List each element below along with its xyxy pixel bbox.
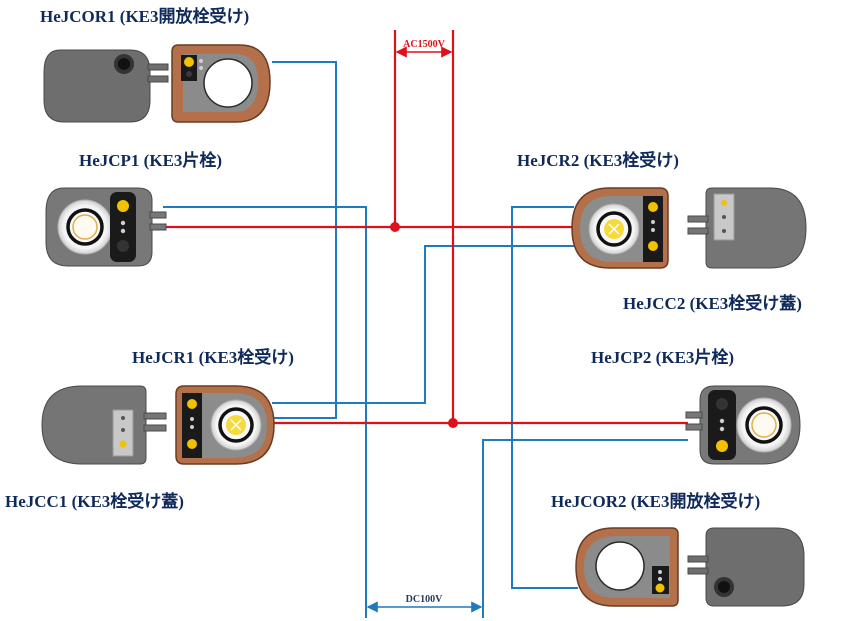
hejcc1-label: HeJCC1 (KE3栓受け蓋) — [5, 491, 184, 511]
hejcor1-connector — [43, 44, 271, 123]
hejcor1-receptacle — [171, 44, 271, 123]
hejcor2-connector — [575, 527, 805, 607]
ac-voltage-label: AC1500V — [403, 39, 445, 50]
hejcr1-label: HeJCR1 (KE3栓受け) — [132, 347, 294, 367]
hejcp2-connector — [685, 385, 801, 465]
hejcp1-connector — [45, 187, 167, 267]
hejcc1-cover — [41, 385, 167, 465]
hejcor1-cap — [43, 49, 169, 123]
gold-pin-icon — [117, 200, 129, 212]
gold-pin-icon — [187, 399, 197, 409]
dc-wiring — [163, 61, 688, 618]
ac-junction-dot — [448, 418, 458, 428]
hejcor2-cap — [687, 527, 805, 607]
hejcr2-receptacle — [571, 187, 669, 269]
ac-junction-dot — [390, 222, 400, 232]
gold-pin-icon — [119, 440, 127, 448]
gold-pin-icon — [721, 200, 727, 206]
hejcr2-connector — [571, 187, 807, 269]
ac-wiring — [163, 30, 688, 425]
hejcp1-label: HeJCP1 (KE3片栓) — [79, 150, 222, 170]
hejcor2-label: HeJCOR2 (KE3開放栓受け) — [551, 491, 760, 511]
gold-pin-icon — [655, 583, 665, 593]
gold-pin-icon — [648, 202, 658, 212]
dc-voltage-label: DC100V — [406, 594, 443, 605]
hejcc2-label: HeJCC2 (KE3栓受け蓋) — [623, 293, 802, 313]
hejcor2-receptacle — [575, 527, 679, 607]
hejcor1-label: HeJCOR1 (KE3開放栓受け) — [40, 6, 249, 26]
gold-pin-icon — [184, 57, 194, 67]
hejcr1-connector — [41, 385, 275, 465]
hejcc2-cover — [687, 187, 807, 269]
hejcp2-label: HeJCP2 (KE3片栓) — [591, 347, 734, 367]
hejcr2-label: HeJCR2 (KE3栓受け) — [517, 150, 679, 170]
gold-pin-icon — [716, 440, 728, 452]
hejcr1-receptacle — [175, 385, 275, 465]
